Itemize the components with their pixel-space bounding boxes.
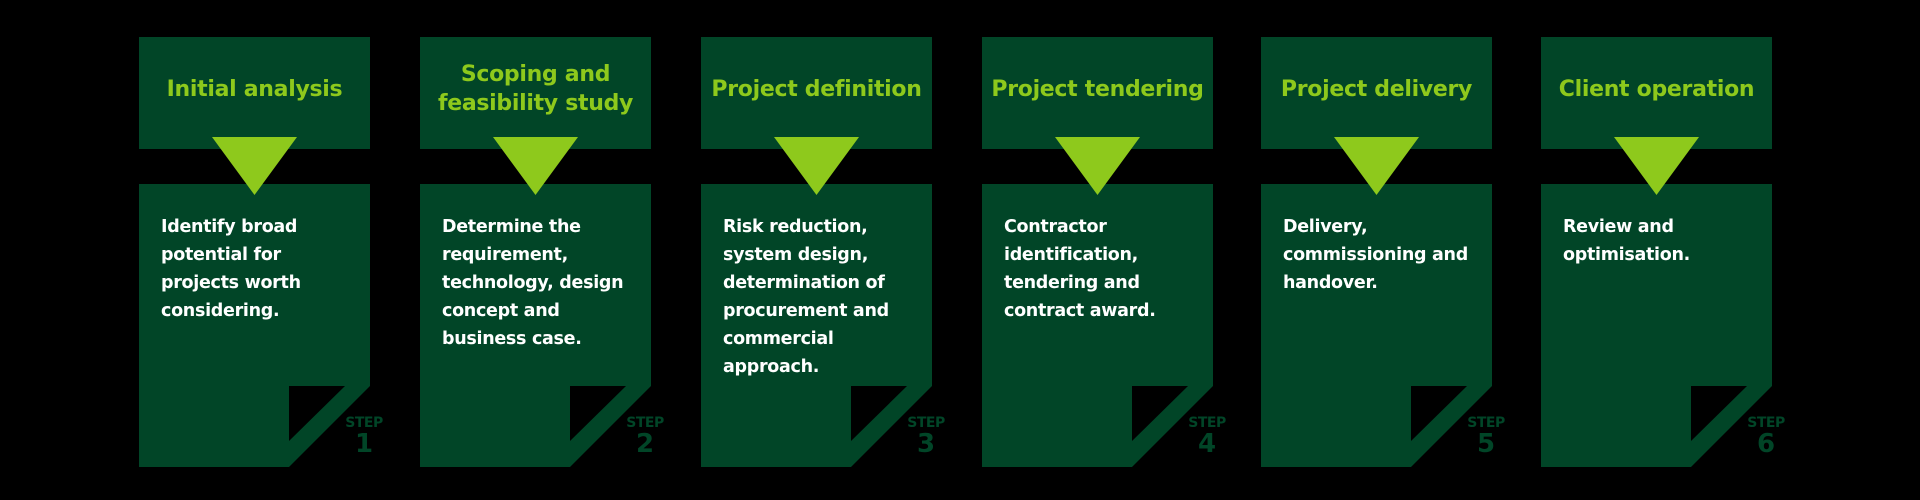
step-title: Project delivery <box>1280 76 1473 102</box>
step-card-4: Project tendering Contractor identificat… <box>982 37 1226 467</box>
step-description: Review and optimisation. <box>1563 217 1690 265</box>
step-header: Project delivery <box>1261 37 1492 149</box>
step-title: Project tendering <box>991 76 1204 102</box>
step-number: 4 <box>1197 429 1217 459</box>
folded-page-shape <box>139 184 370 467</box>
step-word: STEP <box>626 415 664 431</box>
step-badge: STEP 4 <box>1185 415 1229 457</box>
step-word: STEP <box>907 415 945 431</box>
down-arrow-icon <box>1055 137 1140 195</box>
step-header: Initial analysis <box>139 37 370 149</box>
step-badge: STEP 6 <box>1744 415 1788 457</box>
step-header: Project tendering <box>982 37 1213 149</box>
step-word: STEP <box>345 415 383 431</box>
step-header: Scoping and feasibility study <box>420 37 651 149</box>
down-arrow-icon <box>774 137 859 195</box>
step-description: Delivery, commissioning and handover. <box>1283 217 1468 293</box>
step-badge: STEP 3 <box>904 415 948 457</box>
down-arrow-icon <box>493 137 578 195</box>
step-word: STEP <box>1747 415 1785 431</box>
down-arrow-icon <box>212 137 297 195</box>
step-word: STEP <box>1188 415 1226 431</box>
step-header: Project definition <box>701 37 932 149</box>
step-number: 1 <box>354 429 374 459</box>
down-arrow-icon <box>1334 137 1419 195</box>
folded-page-shape <box>1541 184 1772 467</box>
step-number: 5 <box>1476 429 1496 459</box>
step-title: Initial analysis <box>166 76 343 102</box>
step-card-1: Initial analysis Identify broad potentia… <box>139 37 383 467</box>
step-badge: STEP 2 <box>623 415 667 457</box>
step-badge: STEP 1 <box>342 415 386 457</box>
step-card-2: Scoping and feasibility study Determine … <box>420 37 664 467</box>
step-card-3: Project definition Risk reduction, syste… <box>701 37 945 467</box>
step-number: 6 <box>1756 429 1776 459</box>
folded-page-shape <box>420 184 651 467</box>
step-description: Identify broad potential for projects wo… <box>161 217 301 321</box>
step-description: Determine the requirement, technology, d… <box>442 217 624 349</box>
step-word: STEP <box>1467 415 1505 431</box>
step-card-5: Project delivery Delivery, commissioning… <box>1261 37 1505 467</box>
step-card-6: Client operation Review and optimisation… <box>1541 37 1785 467</box>
step-description: Risk reduction, system design, determina… <box>723 217 889 377</box>
step-title: Scoping and feasibility study <box>437 62 634 116</box>
folded-page-shape <box>701 184 932 467</box>
folded-page-shape <box>982 184 1213 467</box>
folded-page-shape <box>1261 184 1492 467</box>
step-badge: STEP 5 <box>1464 415 1508 457</box>
step-description: Contractor identification, tendering and… <box>1004 217 1156 321</box>
step-title: Client operation <box>1558 76 1755 102</box>
step-header: Client operation <box>1541 37 1772 149</box>
step-title: Project definition <box>711 76 922 102</box>
down-arrow-icon <box>1614 137 1699 195</box>
step-number: 2 <box>635 429 655 459</box>
step-number: 3 <box>916 429 936 459</box>
